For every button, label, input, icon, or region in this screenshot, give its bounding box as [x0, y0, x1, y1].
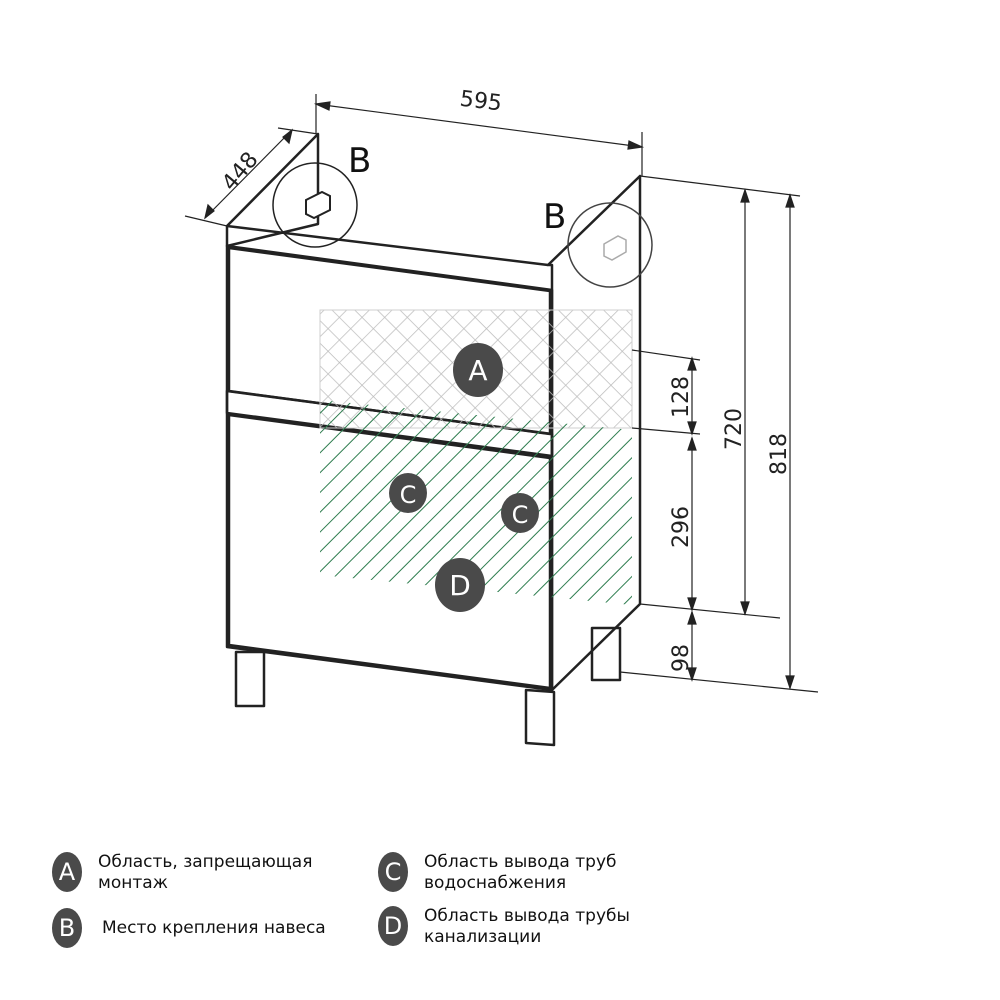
leg-front-right [524, 688, 556, 747]
mount-point-right [567, 202, 653, 288]
hanger-bracket-right-icon [603, 235, 627, 261]
depth-dim-line [204, 129, 293, 219]
legend-text-b: Место крепления навеса [102, 918, 326, 938]
legend-item-b: B Место крепления навеса [52, 908, 342, 948]
leg-dim-label: 98 [669, 644, 694, 672]
zone-a-marker: A [453, 343, 503, 397]
leg-front-left [234, 650, 266, 708]
zone-c-left-letter: C [400, 481, 417, 509]
zone-d-letter: D [449, 569, 471, 602]
mount-circle-left [272, 162, 358, 248]
width-dim-label: 595 [458, 87, 503, 117]
legend-item-d: D Область вывода трубы канализации [378, 906, 634, 948]
zone-a-letter: A [468, 354, 487, 387]
mount-circle-right [567, 202, 653, 288]
legend-badge-a: A [52, 852, 82, 892]
zone-d-marker: D [435, 558, 485, 612]
zone-cd-dim-label: 296 [669, 506, 694, 548]
mount-label-left: B [348, 141, 371, 181]
zone-c-right-marker: C [501, 493, 539, 533]
zone-a-dim-label: 128 [669, 376, 694, 418]
zone-c-right-letter: C [512, 501, 529, 529]
zone-cd-area [320, 400, 632, 605]
dimension-lines [184, 94, 819, 693]
depth-dim-label: 448 [217, 148, 263, 196]
legend-item-c: C Область вывода труб водоснабжения [378, 852, 634, 894]
zone-c-left-marker: C [389, 473, 427, 513]
hanger-bracket-left-icon [305, 190, 331, 220]
mount-point-left [272, 162, 358, 248]
top-back-edge [226, 224, 549, 267]
legend-badge-d: D [378, 906, 408, 946]
body-height-dim-label: 720 [722, 408, 747, 450]
leg-back-right [590, 626, 622, 682]
width-dim-line [315, 103, 643, 148]
side-panel-right [546, 174, 642, 692]
legend-text-a: Область, запрещающая монтаж [98, 852, 313, 893]
legend-text-c: Область вывода труб водоснабжения [424, 852, 617, 893]
legend-badge-c: C [378, 852, 408, 892]
mount-label-right: B [543, 197, 566, 237]
top-side-panel-left [225, 132, 320, 248]
total-height-dim-label: 818 [767, 433, 792, 475]
front-face [225, 244, 554, 692]
legend-text-d: Область вывода трубы канализации [424, 906, 630, 947]
legend-item-a: A Область, запрещающая монтаж [52, 852, 338, 894]
legend-badge-b: B [52, 908, 82, 948]
